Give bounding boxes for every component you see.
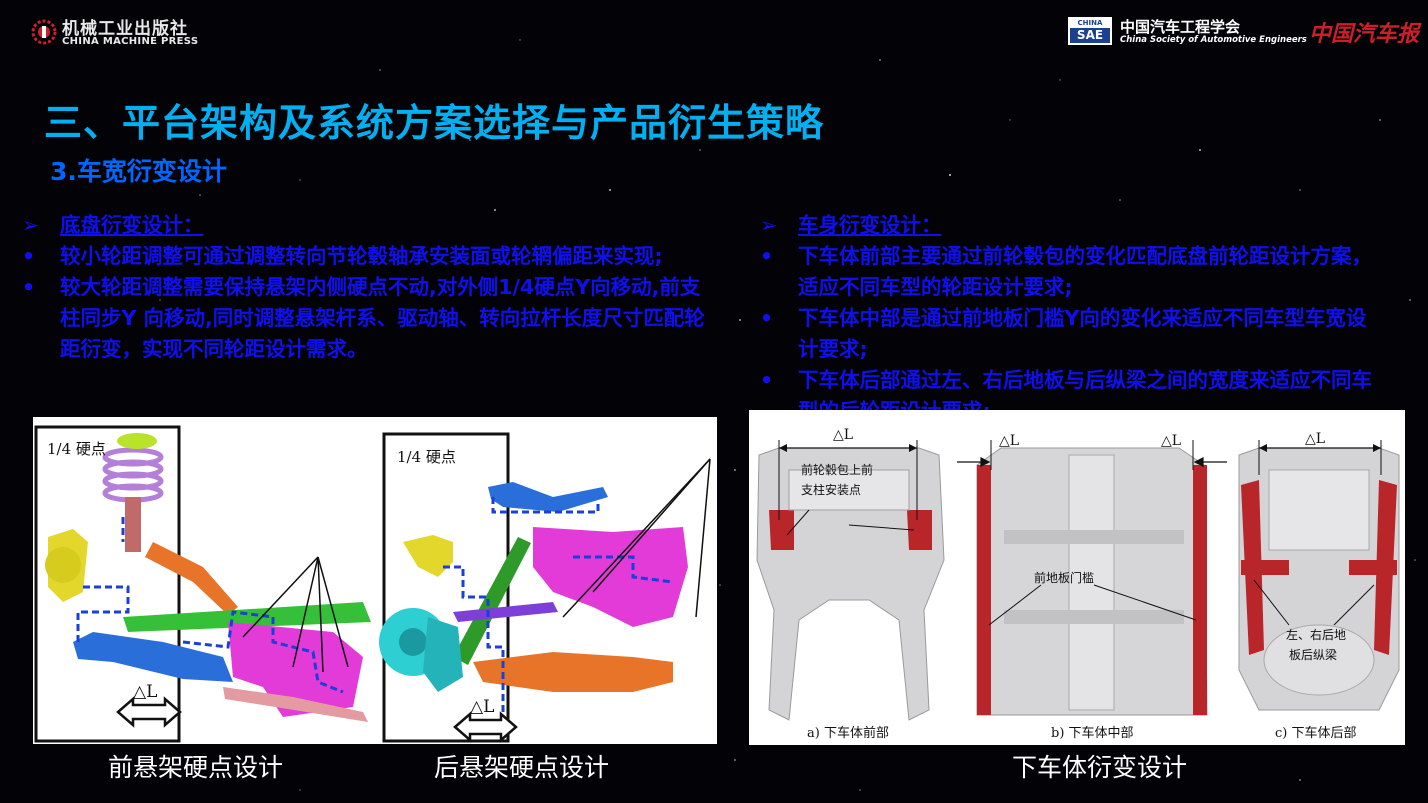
front-suspension-drawing: [34, 425, 371, 743]
delta-b2-label: △L: [1161, 433, 1181, 449]
suspension-hardpoint-figure: 1/4 硬点 1/4 硬点 △L △L: [33, 417, 717, 744]
page-title: 三、平台架构及系统方案选择与产品衍生策略: [44, 101, 825, 145]
arrow-bullet-icon: ➢: [760, 213, 778, 237]
sae-badge-top: CHINA: [1070, 19, 1110, 28]
bullet-item: • 下车体中部是通过前地板门槛Y向的变化来适应不同车型车宽设计要求;: [760, 303, 1380, 365]
arrow-bullet-icon: ➢: [22, 213, 40, 237]
bullet-text: 下车体中部是通过前地板门槛Y向的变化来适应不同车型车宽设计要求;: [798, 306, 1367, 361]
publisher-name-cn: 机械工业出版社: [62, 19, 188, 39]
delta-c-label: △L: [1305, 431, 1325, 447]
bullet-item: • 下车体前部主要通过前轮毂包的变化匹配底盘前轮距设计方案，适应不同车型的轮距设…: [760, 241, 1380, 303]
sae-badge-bottom: SAE: [1076, 28, 1104, 42]
sae-name-cn: 中国汽车工程学会: [1120, 18, 1241, 36]
rear-suspension-drawing: [379, 432, 711, 743]
chassis-heading: 底盘衍变设计：: [60, 213, 204, 237]
chassis-heading-row: ➢ 底盘衍变设计：: [22, 210, 712, 241]
bullet-text: 较小轮距调整可通过调整转向节轮毂轴承安装面或轮辋偏距来实现;: [60, 244, 663, 268]
china-auto-news-logo: 中国汽车报: [1305, 10, 1420, 50]
caption-rear-lower-body: c) 下车体后部: [1275, 725, 1357, 741]
front-suspension-caption: 前悬架硬点设计: [108, 753, 284, 782]
dot-bullet-icon: •: [22, 275, 36, 299]
rear-delta-label: △L: [470, 697, 494, 717]
front-floor-sill-label: 前地板门槛: [1034, 570, 1094, 585]
rear-hardpoint-label: 1/4 硬点: [397, 448, 456, 466]
suspension-illustration: 1/4 硬点 1/4 硬点 △L △L: [34, 425, 711, 743]
chassis-derivative-text: ➢ 底盘衍变设计： • 较小轮距调整可通过调整转向节轮毂轴承安装面或轮辋偏距来实…: [22, 210, 712, 365]
rear-floor-rail-label-line2: 板后纵梁: [1289, 647, 1337, 662]
sae-badge: CHINA SAE: [1068, 17, 1112, 45]
auto-news-calligraphy: 中国汽车报: [1309, 21, 1420, 47]
front-hardpoint-label: 1/4 硬点: [47, 440, 106, 458]
rear-floor-rail-label-line1: 左、右后地: [1286, 627, 1346, 642]
rear-lower-body-drawing: [1238, 440, 1400, 711]
lower-body-caption: 下车体衍变设计: [1012, 753, 1188, 782]
bullet-item: • 较大轮距调整需要保持悬架内侧硬点不动,对外侧1/4硬点Y向移动,前支柱同步Y…: [22, 272, 712, 365]
front-wheelhouse-label-line1: 前轮毂包上前: [801, 462, 873, 477]
body-derivative-text: ➢ 车身衍变设计： • 下车体前部主要通过前轮毂包的变化匹配底盘前轮距设计方案，…: [760, 210, 1380, 427]
bullet-text: 下车体前部主要通过前轮毂包的变化匹配底盘前轮距设计方案，适应不同车型的轮距设计要…: [798, 244, 1372, 299]
lower-body-figure: △L △L △L △L 前轮毂包上前 支柱安装点 前地板门槛 左、右后地 板后纵…: [749, 410, 1405, 745]
caption-middle-lower-body: b) 下车体中部: [1051, 725, 1134, 741]
front-wheelhouse-label-line2: 支柱安装点: [801, 482, 861, 497]
china-sae-logo: CHINA SAE 中国汽车工程学会 China Society of Auto…: [1068, 16, 1307, 48]
front-hardpoint-box: [34, 425, 181, 743]
bullet-text: 较大轮距调整需要保持悬架内侧硬点不动,对外侧1/4硬点Y向移动,前支柱同步Y 向…: [60, 275, 705, 361]
rear-suspension-caption: 后悬架硬点设计: [434, 753, 610, 782]
dot-bullet-icon: •: [760, 244, 774, 268]
sae-name-en: China Society of Automotive Engineers: [1120, 35, 1307, 45]
dot-bullet-icon: •: [22, 244, 36, 268]
section-subtitle: 3.车宽衍变设计: [50, 157, 227, 186]
front-delta-label: △L: [133, 682, 157, 702]
middle-lower-body-drawing: [957, 440, 1227, 716]
caption-front-lower-body: a) 下车体前部: [807, 725, 889, 741]
delta-a-label: △L: [833, 427, 853, 443]
rear-hardpoint-box: [382, 432, 510, 743]
lower-body-illustration: △L △L △L △L 前轮毂包上前 支柱安装点 前地板门槛 左、右后地 板后纵…: [756, 427, 1400, 741]
bullet-item: • 较小轮距调整可通过调整转向节轮毂轴承安装面或轮辋偏距来实现;: [22, 241, 712, 272]
china-machine-press-logo: 机械工业出版社 CHINA MACHINE PRESS: [30, 14, 200, 50]
front-lower-body-drawing: [756, 440, 945, 721]
dot-bullet-icon: •: [760, 368, 774, 392]
delta-b1-label: △L: [999, 433, 1019, 449]
body-heading: 车身衍变设计：: [798, 213, 942, 237]
body-heading-row: ➢ 车身衍变设计：: [760, 210, 1380, 241]
dot-bullet-icon: •: [760, 306, 774, 330]
gear-emblem-icon: [31, 19, 57, 45]
publisher-name-en: CHINA MACHINE PRESS: [62, 36, 199, 47]
